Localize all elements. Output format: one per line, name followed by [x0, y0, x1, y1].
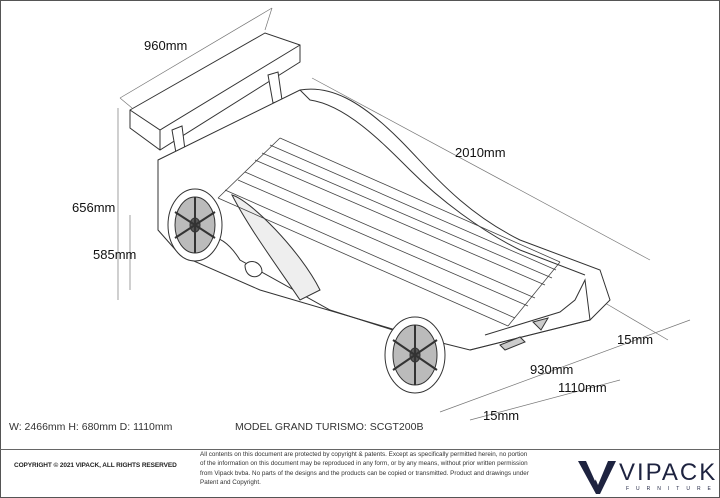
copyright-notice: COPYRIGHT © 2021 VIPACK, ALL RIGHTS RESE… — [14, 462, 177, 469]
dimension-total-height: 656mm — [72, 200, 116, 215]
dimension-inner-width: 930mm — [530, 362, 574, 377]
divider — [0, 449, 720, 450]
dimension-lines — [117, 7, 691, 421]
brand-name: VIPACK — [619, 459, 718, 486]
dimension-side-height: 585mm — [93, 247, 137, 262]
spoiler — [129, 32, 301, 154]
brand-subtitle: FURNITURE — [626, 486, 718, 492]
model-name: MODEL GRAND TURISMO: SCGT200B — [235, 421, 424, 433]
front-wheel — [167, 188, 223, 262]
legal-notice: All contents on this document are protec… — [200, 451, 529, 486]
bed-body — [157, 88, 611, 351]
dimension-spoiler-width: 960mm — [144, 38, 188, 53]
car-bed-drawing — [117, 7, 691, 421]
dimension-thickness-top: 15mm — [617, 332, 654, 347]
dimension-outer-width: 1110mm — [558, 380, 607, 395]
overall-dimensions: W: 2466mm H: 680mm D: 1110mm — [9, 421, 173, 433]
slats — [217, 137, 561, 327]
vipack-logo-icon — [578, 461, 616, 494]
dimension-thickness-bottom: 15mm — [483, 408, 520, 423]
rear-wheel — [384, 316, 446, 394]
dimension-length: 2010mm — [455, 145, 506, 160]
